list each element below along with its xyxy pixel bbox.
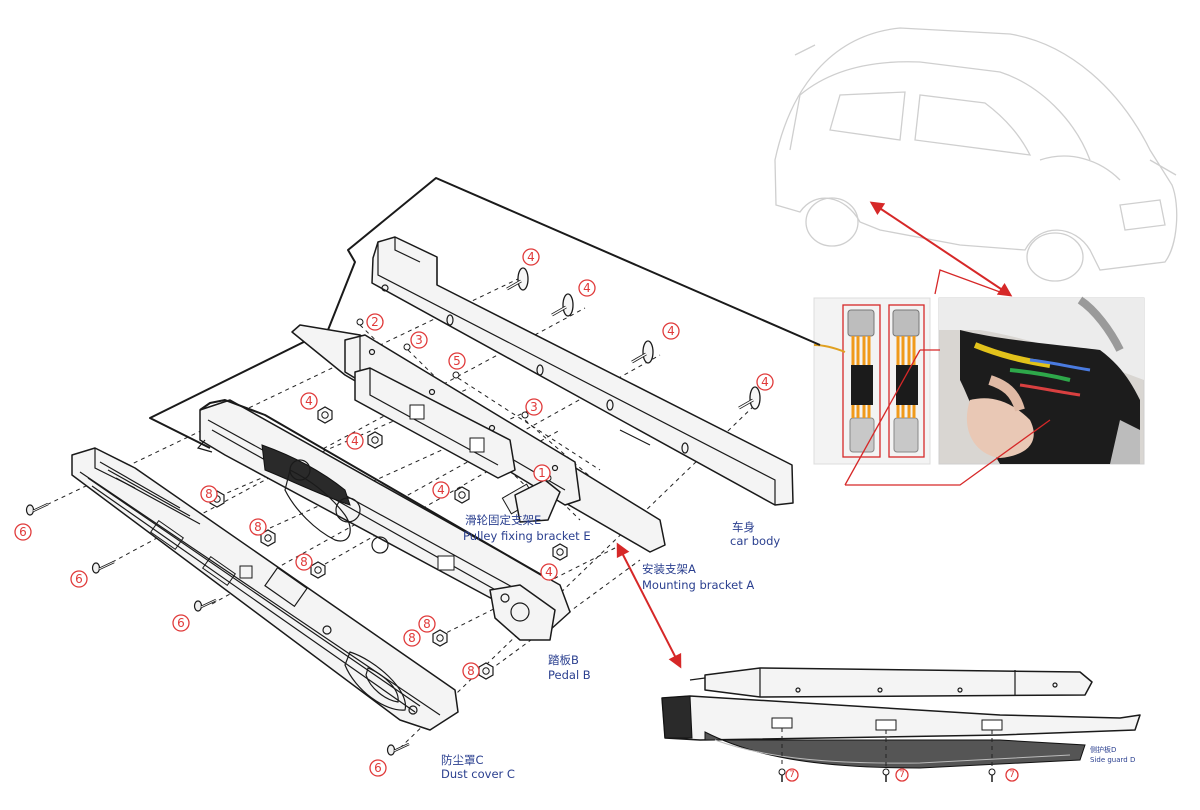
- svg-text:4: 4: [583, 281, 591, 295]
- hex-nut: [478, 662, 494, 680]
- svg-text:1: 1: [538, 466, 546, 480]
- flange-nut: [317, 406, 333, 424]
- label-side-guard-en: Side guard D: [1090, 756, 1135, 764]
- arrow-assembly-to-sideview: [616, 542, 682, 669]
- callout-3: 3: [410, 331, 428, 349]
- callout-6: 6: [172, 614, 190, 632]
- label-car-body-cn: 车身: [732, 520, 755, 534]
- label-side-guard-cn: 侧护板D: [1090, 745, 1116, 754]
- svg-text:8: 8: [467, 664, 475, 678]
- callout-3: 3: [525, 398, 543, 416]
- label-bracket-e-en: Pulley fixing bracket E: [463, 529, 591, 543]
- side-view-assembly: [661, 667, 1141, 782]
- callout-8: 8: [249, 518, 267, 536]
- wiring-cable: [149, 177, 821, 449]
- connector-photo-insets: [813, 269, 1145, 486]
- callout-5: 5: [448, 352, 466, 370]
- svg-text:7: 7: [1009, 770, 1015, 780]
- label-bracket-e-cn: 滑轮固定支架E: [465, 513, 541, 527]
- callout-8: 8: [418, 615, 436, 633]
- screw: [25, 502, 50, 517]
- callout-4: 4: [346, 432, 364, 450]
- svg-text:8: 8: [254, 520, 262, 534]
- screw: [193, 598, 218, 613]
- label-dust-cover-cn: 防尘罩C: [441, 753, 484, 767]
- flange-nut: [552, 543, 568, 561]
- screw: [91, 560, 116, 575]
- svg-text:4: 4: [667, 324, 675, 338]
- dust-cover-c: [71, 447, 459, 731]
- callout-7: 7: [785, 768, 799, 782]
- callout-8: 8: [403, 629, 421, 647]
- callout-4: 4: [300, 392, 318, 410]
- callout-4: 4: [432, 481, 450, 499]
- callout-8: 8: [295, 553, 313, 571]
- callout-7: 7: [895, 768, 909, 782]
- callout-4: 4: [756, 373, 774, 391]
- callout-8: 8: [200, 485, 218, 503]
- pedal-b: [196, 399, 571, 641]
- svg-text:4: 4: [351, 434, 359, 448]
- svg-text:7: 7: [789, 770, 795, 780]
- callout-4: 4: [662, 322, 680, 340]
- svg-text:6: 6: [177, 616, 185, 630]
- callout-4: 4: [522, 248, 540, 266]
- hex-nut: [310, 561, 326, 579]
- hex-nut: [432, 629, 448, 647]
- stud-bolt: [550, 292, 575, 318]
- svg-text:3: 3: [530, 400, 538, 414]
- callout-7: 7: [1005, 768, 1019, 782]
- svg-text:8: 8: [408, 631, 416, 645]
- stud-bolt: [505, 266, 530, 292]
- svg-text:5: 5: [453, 354, 461, 368]
- label-car-body-en: car body: [730, 534, 780, 548]
- svg-text:8: 8: [300, 555, 308, 569]
- callout-4: 4: [578, 279, 596, 297]
- car-body-bracket: [371, 236, 794, 506]
- callouts: 4 4 4 4 2 3 5 3 1 4 4 4 4 8 8 8 8 8 8 6 …: [14, 248, 1019, 782]
- svg-text:2: 2: [371, 315, 379, 329]
- callout-4: 4: [540, 563, 558, 581]
- label-pedal-en: Pedal B: [548, 668, 591, 682]
- callout-1: 1: [533, 464, 551, 482]
- car-outline-illustration: [774, 27, 1178, 282]
- svg-text:6: 6: [75, 572, 83, 586]
- svg-text:6: 6: [19, 525, 27, 539]
- part-labels: 车身 car body 安装支架A Mounting bracket A 滑轮固…: [441, 513, 1135, 781]
- svg-text:8: 8: [423, 617, 431, 631]
- arrow-car-to-photo: [869, 201, 1013, 297]
- callout-6: 6: [14, 523, 32, 541]
- flange-nut: [454, 486, 470, 504]
- svg-text:8: 8: [205, 487, 213, 501]
- screw: [386, 742, 411, 757]
- callout-8: 8: [462, 662, 480, 680]
- stud-bolt: [737, 385, 762, 411]
- svg-text:6: 6: [374, 761, 382, 775]
- svg-text:4: 4: [305, 394, 313, 408]
- svg-text:4: 4: [437, 483, 445, 497]
- flange-nut: [367, 431, 383, 449]
- label-dust-cover-en: Dust cover C: [441, 767, 515, 781]
- label-bracket-a-cn: 安装支架A: [642, 562, 696, 576]
- pulley-fixing-bracket-e: [354, 367, 516, 479]
- svg-text:3: 3: [415, 333, 423, 347]
- label-bracket-a-en: Mounting bracket A: [642, 578, 754, 592]
- svg-text:7: 7: [899, 770, 905, 780]
- callout-6: 6: [70, 570, 88, 588]
- svg-text:4: 4: [545, 565, 553, 579]
- stud-bolt: [630, 339, 655, 365]
- label-pedal-cn: 踏板B: [548, 653, 579, 667]
- svg-text:4: 4: [761, 375, 769, 389]
- callout-6: 6: [369, 759, 387, 777]
- callout-2: 2: [366, 313, 384, 331]
- svg-text:4: 4: [527, 250, 535, 264]
